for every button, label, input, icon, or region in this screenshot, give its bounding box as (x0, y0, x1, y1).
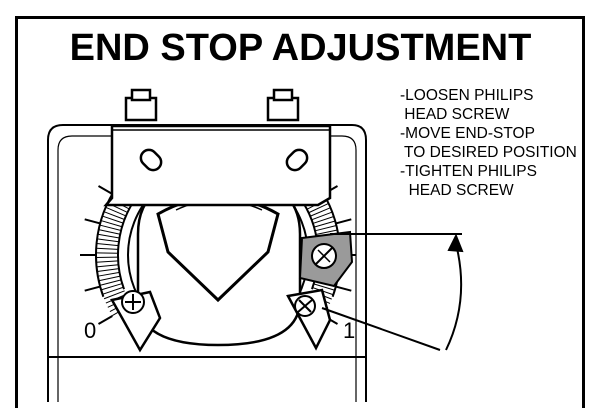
dial-tick (98, 186, 112, 194)
dial-tick (99, 230, 121, 235)
dial-tick (97, 244, 119, 246)
philips-screw-icon (122, 291, 144, 313)
dial-tick (96, 248, 118, 249)
dial-tick (97, 239, 119, 242)
dial-tick (310, 208, 330, 217)
dial-tick (97, 269, 119, 272)
philips-screw-icon (312, 244, 336, 268)
rotation-arrow-icon (446, 244, 461, 350)
dial-tick (98, 272, 120, 276)
dial-tick (336, 287, 351, 291)
dial-tick (336, 219, 351, 223)
left-end-stop (112, 291, 160, 350)
dial-tick (98, 234, 120, 238)
dial-tick (97, 265, 119, 267)
dial-tick (106, 207, 126, 216)
mounting-bracket (106, 90, 330, 205)
dial-tick (104, 212, 125, 220)
dial-tick (99, 276, 121, 281)
dial-tick (312, 212, 333, 220)
dial-tick (98, 316, 112, 324)
dial-tick (85, 287, 100, 291)
scale-min-label: 0 (84, 318, 96, 344)
adjustable-stop-highlight (300, 232, 352, 286)
dial-tick (85, 219, 100, 223)
scale-max-label: 1 (343, 318, 355, 344)
philips-screw-icon (295, 296, 315, 316)
dial-tick (96, 261, 118, 262)
